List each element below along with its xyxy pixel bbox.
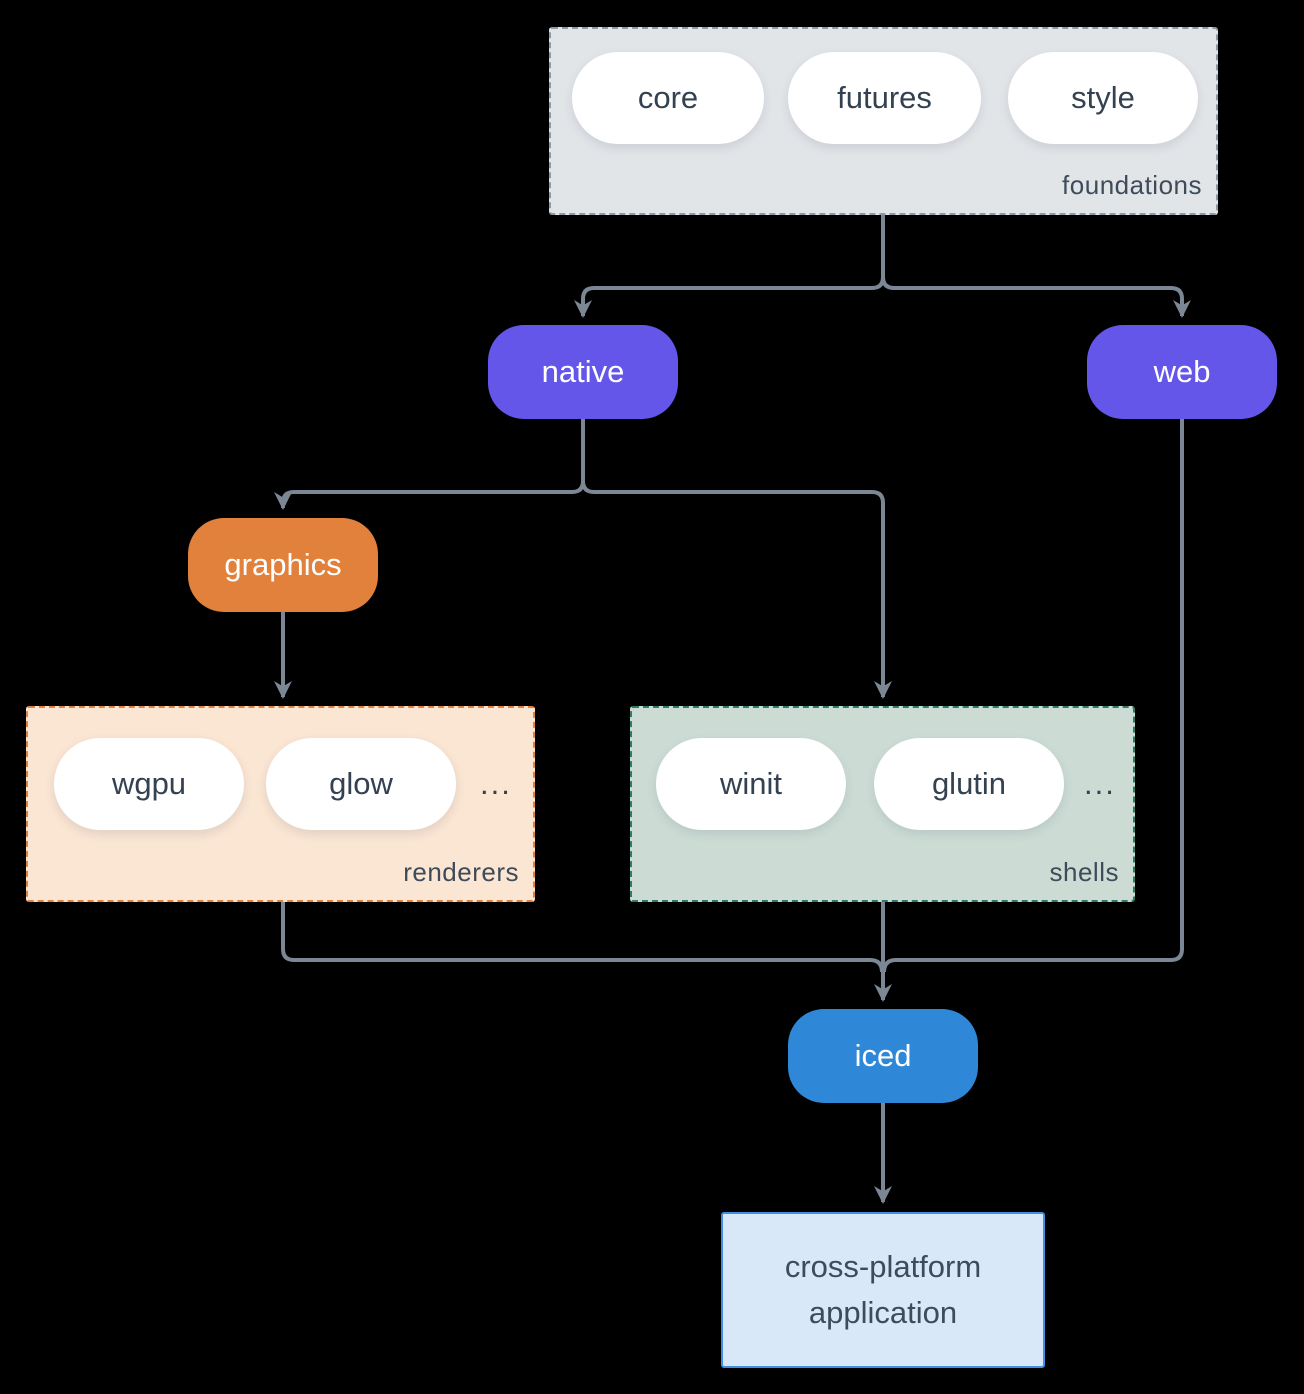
node-glow-label: glow — [329, 766, 393, 801]
renderers-group-box: wgpu glow ... renderers — [26, 706, 535, 902]
node-core-label: core — [637, 80, 699, 115]
node-cross-platform-application: cross-platform application — [721, 1212, 1045, 1368]
node-winit-label: winit — [719, 766, 782, 801]
node-futures: futures — [788, 52, 981, 144]
node-iced: iced — [788, 1009, 978, 1103]
node-glutin: glutin — [874, 738, 1064, 830]
node-futures-label: futures — [837, 80, 932, 115]
node-web: web — [1087, 325, 1277, 419]
node-web-label: web — [1153, 354, 1211, 389]
node-cross-platform-application-label: cross-platform application — [784, 1249, 982, 1330]
renderers-ellipsis: ... — [480, 766, 512, 801]
node-native: native — [488, 325, 678, 419]
node-core: core — [572, 52, 764, 144]
foundations-group-label: foundations — [1062, 170, 1202, 200]
renderers-group-label: renderers — [403, 857, 519, 887]
node-glutin-label: glutin — [931, 766, 1007, 801]
node-wgpu-label: wgpu — [111, 766, 187, 801]
edge-native-graphics — [274, 419, 585, 510]
node-iced-label: iced — [854, 1038, 912, 1073]
edge-native-shells — [581, 419, 892, 699]
shells-ellipsis: ... — [1084, 766, 1116, 801]
shells-group-box: winit glutin ... shells — [630, 706, 1135, 902]
edge-foundations-native — [574, 215, 885, 318]
shells-group-label: shells — [1049, 857, 1119, 887]
node-native-label: native — [541, 354, 625, 389]
node-wgpu: wgpu — [54, 738, 244, 830]
node-winit: winit — [656, 738, 846, 830]
node-style-label: style — [1071, 80, 1135, 115]
foundations-group-box: core futures style foundations — [549, 27, 1218, 215]
node-glow: glow — [266, 738, 456, 830]
node-graphics: graphics — [188, 518, 378, 612]
node-graphics-label: graphics — [224, 547, 342, 582]
edge-renderers-merge — [281, 902, 884, 973]
edge-foundations-web — [881, 215, 1191, 318]
node-style: style — [1008, 52, 1198, 144]
